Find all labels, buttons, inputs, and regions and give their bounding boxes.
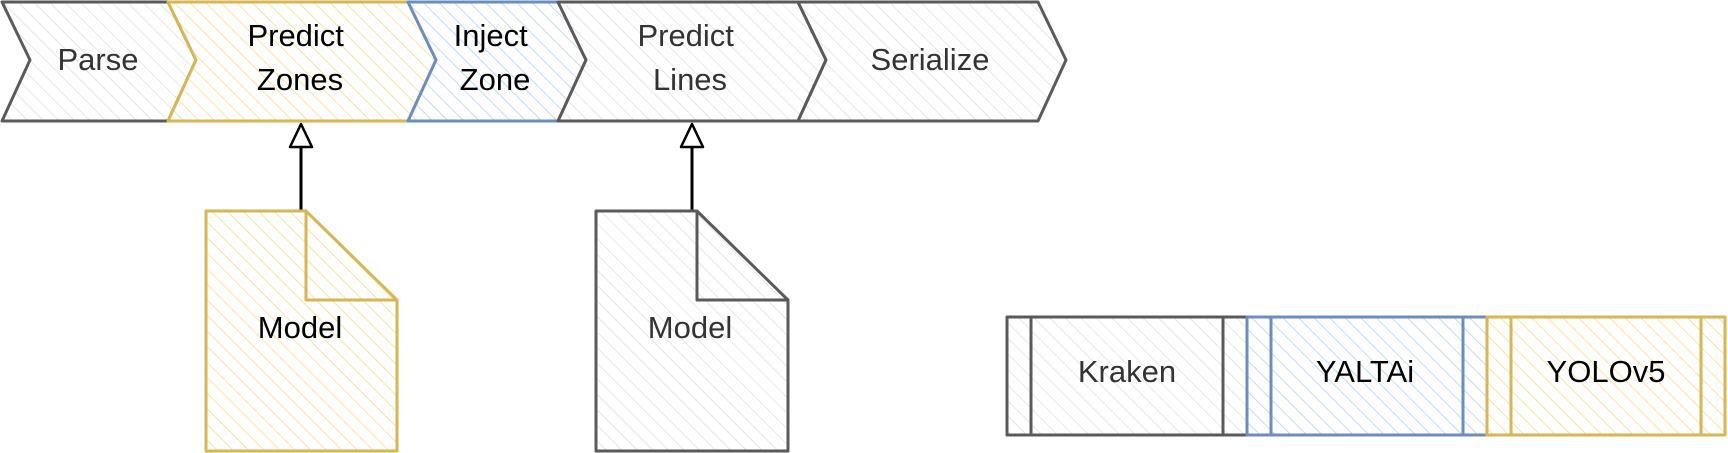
- legend-item-kraken: Kraken: [1005, 315, 1249, 437]
- arrow-model-to-predict-zones: [288, 122, 314, 211]
- step-serialize-label: Serialize: [871, 42, 990, 77]
- step-serialize-shape: [796, 0, 1068, 123]
- step-predict-zones: Predict Zones: [166, 0, 438, 123]
- model-gray: Model: [594, 209, 790, 453]
- model-gray-label: Model: [648, 310, 732, 345]
- model-yellow-shape: [204, 209, 399, 453]
- arrow-model-to-predict-lines: [679, 122, 705, 211]
- legend-yolov5-box: [1485, 315, 1727, 437]
- arrow-head: [679, 122, 705, 149]
- legend-item-yaltai: YALTAi: [1245, 315, 1489, 437]
- step-parse-label: Parse: [58, 42, 139, 77]
- arrow-head: [288, 122, 314, 149]
- step-parse: Parse: [0, 0, 198, 123]
- step-serialize: Serialize: [796, 0, 1068, 123]
- legend-yaltai-label: YALTAi: [1316, 354, 1414, 389]
- legend-item-yolov5: YOLOv5: [1485, 315, 1727, 437]
- pipeline: Parse Predict Zones Inject Zone Predict …: [0, 0, 1068, 123]
- model-yellow: Model: [204, 209, 399, 453]
- legend: Kraken YALTAi YOLOv5: [1005, 315, 1727, 437]
- model-yellow-fold: [304, 211, 397, 302]
- step-inject-zone: Inject Zone: [406, 0, 588, 123]
- step-inject-zone-label: Inject Zone: [454, 18, 537, 97]
- legend-yolov5-label: YOLOv5: [1547, 354, 1666, 389]
- legend-kraken-box: [1005, 315, 1249, 437]
- model-yellow-label: Model: [258, 310, 342, 345]
- step-predict-lines-label: Predict Lines: [637, 18, 742, 97]
- model-gray-shape: [594, 209, 790, 453]
- model-gray-fold: [695, 211, 788, 302]
- step-predict-zones-label: Predict Zones: [247, 18, 352, 97]
- step-predict-lines: Predict Lines: [556, 0, 828, 123]
- legend-kraken-label: Kraken: [1078, 354, 1176, 389]
